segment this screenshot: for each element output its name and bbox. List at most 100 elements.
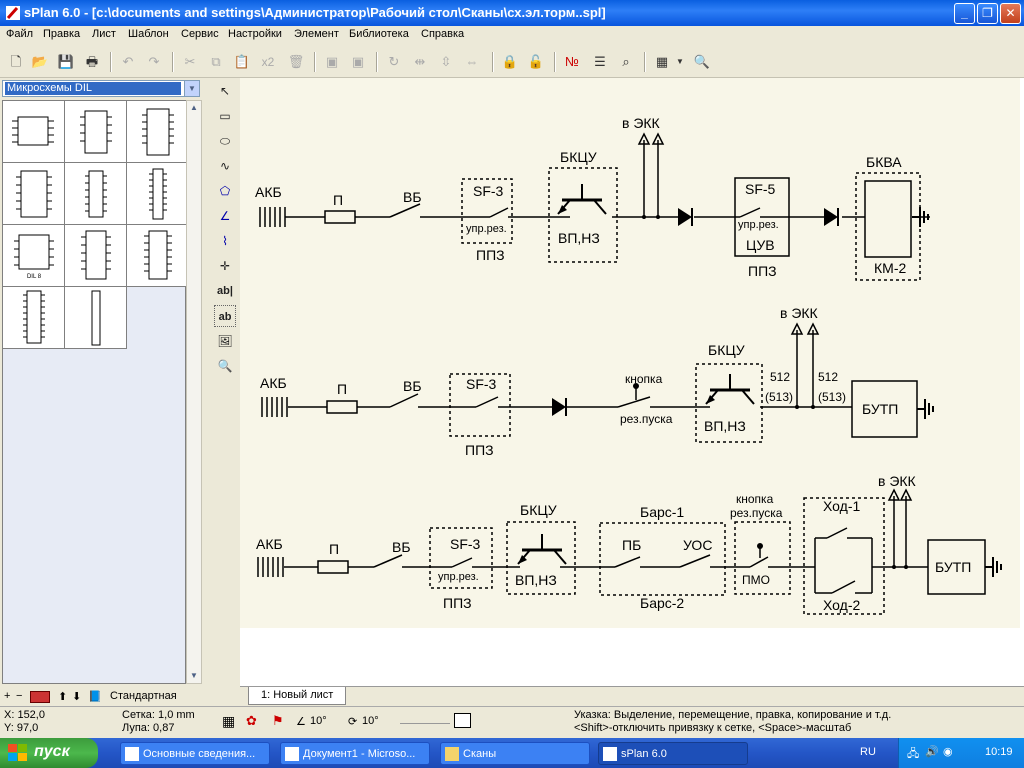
arrow-up-icon[interactable]: ⬆ [58,691,68,703]
scroll-up-icon[interactable]: ▲ [190,103,198,112]
library-icon[interactable] [30,691,50,703]
task-button[interactable]: Сканы [440,742,590,765]
scroll-down-icon[interactable]: ▼ [190,671,198,680]
title-bar: sPlan 6.0 - [c:\documents and settings\А… [0,0,1024,26]
junction-icon[interactable]: ✛ [219,259,231,273]
image-icon[interactable]: 🖼 [217,334,233,348]
task-button[interactable]: sPlan 6.0 [598,742,748,765]
text-tool[interactable]: ab| [217,285,233,297]
menu-help[interactable]: Справка [421,28,465,40]
task-button[interactable]: Основные сведения... [120,742,270,765]
rotate-icon[interactable]: ↻ [388,54,400,69]
language-indicator[interactable]: RU [860,746,876,758]
status-bar: X: 152,0 Y: 97,0 Сетка: 1,0 mm Лупа: 0,8… [0,706,1024,738]
polygon-icon[interactable]: ⬠ [219,184,231,198]
library-component[interactable] [65,163,127,225]
bezier-icon[interactable]: ⌇ [222,234,228,248]
cut-icon[interactable]: ✂ [184,54,196,69]
library-component[interactable] [3,163,65,225]
chevron-down-icon[interactable]: ▼ [184,81,199,96]
start-button[interactable]: пуск [0,738,98,768]
group-icon[interactable]: 🔒 [501,54,519,69]
menu-settings[interactable]: Настройки [228,28,282,40]
tab-sheet-1[interactable]: 1: Новый лист [248,687,347,705]
library-select[interactable]: Микросхемы DIL ▼ [2,80,200,97]
grid-icon[interactable]: ▦ [655,54,669,69]
print-icon[interactable]: 🖶 [85,54,99,69]
snap-icon[interactable]: ✿ [246,713,257,728]
library-grid: DIL 8 [2,100,189,684]
grid-toggle-icon[interactable]: ▦ [222,713,236,729]
menu-service[interactable]: Сервис [181,28,219,40]
pointer-icon[interactable]: ↖ [219,84,231,98]
task-button[interactable]: Документ1 - Microso... [280,742,430,765]
chevron-down-icon[interactable]: ▼ [676,57,684,66]
text-frame-tool[interactable]: ab [214,305,236,327]
angle-icon[interactable]: ∠ [296,716,306,728]
close-button[interactable]: ✕ [1000,3,1021,24]
ellipse-icon[interactable]: ⬭ [219,134,231,148]
library-component[interactable] [65,101,127,163]
label-ekk: в ЭКК [622,115,661,131]
rectangle-icon[interactable]: ▭ [219,109,231,123]
dil-package-icon [23,290,45,344]
align-icon[interactable]: ⇔ [465,54,479,69]
menu-element[interactable]: Элемент [294,28,339,40]
zoom-icon[interactable]: 🔍 [693,54,711,69]
library-select-value: Микросхемы DIL [5,82,181,95]
copy-icon[interactable]: ⧉ [211,54,221,69]
rubberband-icon[interactable]: ⚑ [272,713,284,728]
library-component[interactable] [127,101,189,163]
library-scrollbar[interactable]: ▲ ▼ [186,100,202,684]
parts-list-icon[interactable]: ☰ [594,54,606,69]
task-label: Сканы [463,748,497,760]
tray-app-icon[interactable]: ◉ [943,746,953,758]
sound-icon[interactable]: 🔊 [925,746,939,758]
library-component[interactable] [3,101,65,163]
save-icon[interactable]: 💾 [57,54,75,69]
undo-icon[interactable]: ↶ [122,54,134,69]
minimize-button[interactable]: _ [954,3,975,24]
mirror-vertical-icon[interactable]: ⇳ [440,54,452,69]
delete-icon[interactable]: 🗑 [287,54,305,69]
library-component[interactable] [3,287,65,349]
library-component[interactable]: DIL 8 [3,225,65,287]
rotate-icon[interactable]: ⟳ [348,716,358,728]
drawing-area[interactable]: АКБ П ВБ SF-3 упр.рез. ППЗ БКЦУ ВП,НЗ в … [240,78,1024,686]
maximize-button[interactable]: ❐ [977,3,998,24]
redo-icon[interactable]: ↷ [148,54,160,69]
menu-library[interactable]: Библиотека [349,28,409,40]
arrow-down-icon[interactable]: ⬇ [72,691,82,703]
mirror-horizontal-icon[interactable]: ⇹ [414,54,426,69]
line-icon[interactable]: ∠ [219,209,231,223]
library-component[interactable] [127,163,189,225]
toolbar-separator [110,52,112,72]
menu-template[interactable]: Шаблон [128,28,169,40]
library-component[interactable] [65,225,127,287]
menu-sheet[interactable]: Лист [92,28,116,40]
open-file-icon[interactable]: 📂 [31,54,49,69]
library-component[interactable] [127,225,189,287]
toolbar-separator [376,52,378,72]
search-icon[interactable]: ⌕ [622,54,630,69]
add-icon[interactable]: + [4,690,11,702]
menu-file[interactable]: Файл [6,28,34,40]
remove-icon[interactable]: − [16,690,23,702]
freehand-icon[interactable]: ∿ [219,159,231,173]
library-component[interactable] [65,287,127,349]
ungroup-icon[interactable]: 🔓 [527,54,545,69]
to-back-icon[interactable]: ▣ [351,54,365,69]
numbering-icon[interactable]: № [565,54,579,69]
sheet-canvas[interactable]: АКБ П ВБ SF-3 упр.рез. ППЗ БКЦУ ВП,НЗ в … [240,78,1020,628]
zoom-icon[interactable]: 🔍 [217,359,233,373]
line-width-slider[interactable] [400,716,450,724]
label-bkcu-sub: ВП,НЗ [515,572,557,588]
color-box[interactable] [454,713,471,728]
clock: 10:19 [985,746,1013,758]
new-file-icon[interactable]: 🗋 [10,54,22,69]
network-icon[interactable]: 🖧 [907,748,920,760]
menu-edit[interactable]: Правка [43,28,81,40]
to-front-icon[interactable]: ▣ [325,54,339,69]
multiply-button[interactable]: x2 [261,55,275,69]
paste-icon[interactable]: 📋 [233,54,251,69]
